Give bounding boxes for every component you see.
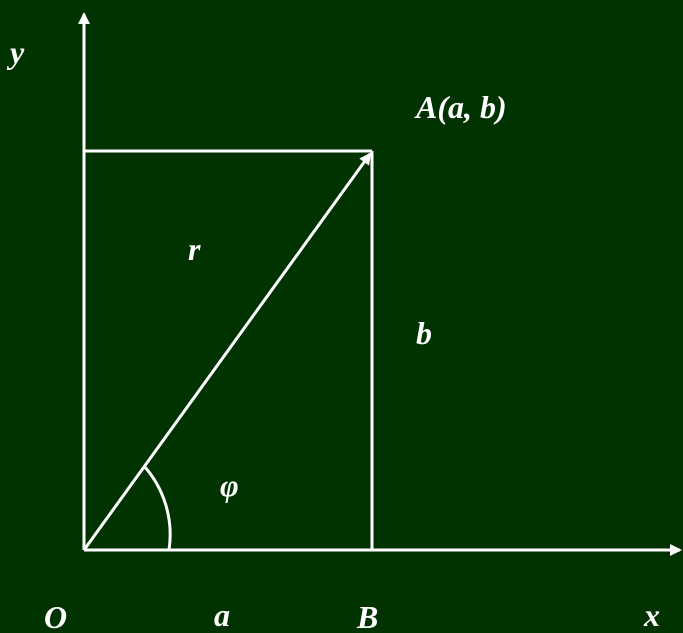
point-a-label: A(a, b) — [414, 89, 507, 125]
angle-arc-phi — [142, 465, 172, 551]
radius-label: r — [188, 231, 201, 267]
vertical-side-label: b — [416, 315, 432, 351]
y-axis-label: y — [6, 34, 25, 70]
foot-point-label: B — [356, 599, 378, 633]
angle-label: φ — [220, 467, 239, 503]
horizontal-side-label: a — [214, 597, 230, 633]
origin-label: O — [44, 599, 67, 633]
radius-vector-r — [82, 152, 372, 551]
x-axis-label: x — [643, 597, 660, 633]
